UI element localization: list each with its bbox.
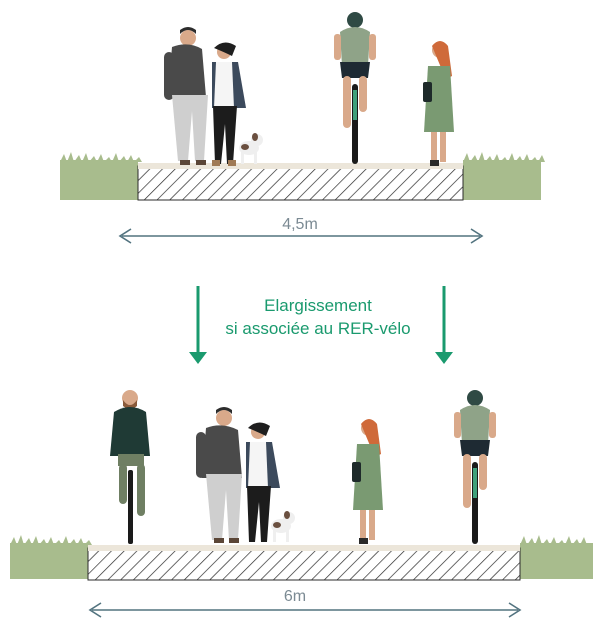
arrow-down-icon <box>435 286 453 364</box>
bottom-section <box>10 390 593 618</box>
bottom-width-label: 6m <box>283 588 307 605</box>
top-section <box>60 12 545 244</box>
width-dimension-line <box>88 602 522 618</box>
dog-icon <box>239 133 263 164</box>
woman-walking-icon <box>352 419 383 544</box>
widening-caption: Elargissement si associée au RER-vélo <box>205 294 431 340</box>
cyclist-icon <box>454 390 496 544</box>
caption-line-1: Elargissement <box>264 296 372 315</box>
width-dimension-line <box>118 228 484 244</box>
woman-walking-icon <box>423 41 454 166</box>
caption-line-2: si associée au RER-vélo <box>225 319 411 338</box>
cyclist-icon <box>110 390 150 544</box>
path-section <box>137 163 464 201</box>
grass-icon <box>10 535 92 579</box>
cyclist-icon <box>334 12 376 164</box>
top-width-label: 4,5m <box>282 216 318 233</box>
pedestrian-couple-icon <box>196 407 280 543</box>
path-section <box>87 545 521 581</box>
grass-icon <box>463 152 545 200</box>
grass-icon <box>520 535 593 579</box>
grass-icon <box>60 152 142 200</box>
pedestrian-couple-icon <box>164 27 246 166</box>
dog-icon <box>271 511 295 542</box>
arrow-down-icon <box>189 286 207 364</box>
